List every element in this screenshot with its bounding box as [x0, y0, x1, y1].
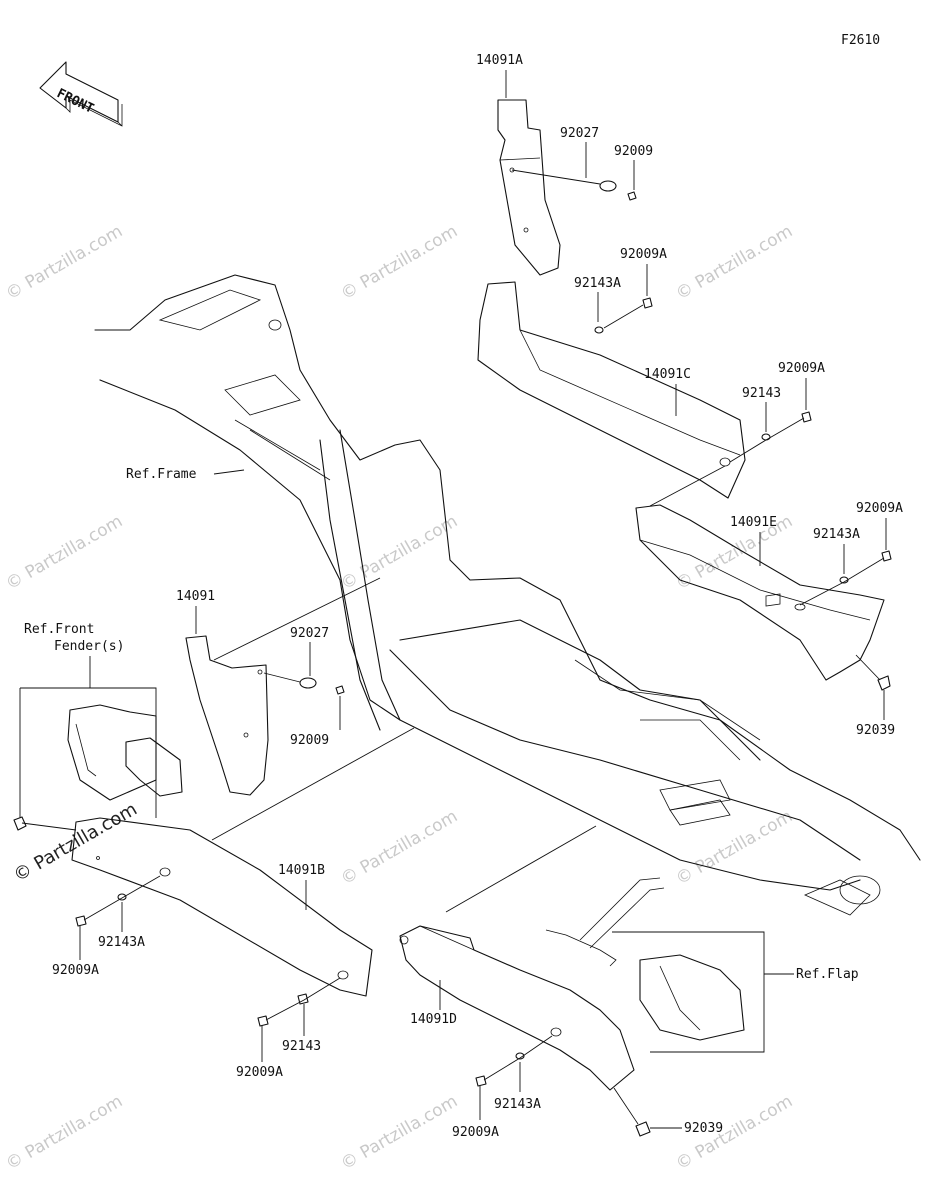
part-92009A-bolt — [642, 297, 653, 309]
label-92143A-2: 92143A — [813, 527, 860, 542]
label-ref-frame: Ref.Frame — [126, 467, 197, 482]
watermark: © Partzilla.com — [338, 1091, 462, 1174]
watermark: © Partzilla.com — [3, 221, 127, 304]
part-14091 — [185, 635, 269, 796]
frame — [94, 274, 921, 916]
part-92009-bolt — [627, 191, 637, 201]
watermarks: © Partzilla.com © Partzilla.com © Partzi… — [3, 221, 797, 1174]
label-92027-mid: 92027 — [290, 626, 329, 641]
part-92009A-bolt — [801, 411, 812, 423]
watermark-dark: © Partzilla.com — [10, 799, 141, 887]
watermark: © Partzilla.com — [338, 221, 462, 304]
part-92039-clip — [877, 675, 891, 691]
label-14091A: 14091A — [476, 53, 523, 68]
label-92009: 92009 — [614, 144, 653, 159]
part-14091D — [399, 925, 635, 1091]
label-ref-flap: Ref.Flap — [796, 967, 859, 982]
part-92027-washer — [299, 677, 317, 689]
label-14091C: 14091C — [644, 367, 691, 382]
part-14091B — [71, 817, 373, 997]
part-92009-bolt — [335, 685, 345, 695]
label-92009A-2: 92009A — [778, 361, 825, 376]
part-92009A-bolt — [881, 550, 892, 562]
part-92009A-bolt — [75, 915, 87, 927]
flap-ref — [545, 877, 745, 1041]
label-14091: 14091 — [176, 589, 215, 604]
watermark: © Partzilla.com — [338, 806, 462, 889]
part-92143A-grommet — [515, 1052, 525, 1060]
label-92009A-3: 92009A — [856, 501, 903, 516]
leader-line — [511, 169, 601, 185]
part-92027-washer — [599, 180, 617, 192]
label-ref-front-fender-line1: Ref.Front — [24, 622, 94, 637]
label-92009A-6: 92009A — [452, 1125, 499, 1140]
watermark: © Partzilla.com — [673, 806, 797, 889]
part-92143A-grommet — [594, 326, 604, 334]
label-92009-mid: 92009 — [290, 733, 329, 748]
label-ref-front-fender-line2: Fender(s) — [54, 639, 124, 654]
label-92143A-4: 92143A — [494, 1097, 541, 1112]
front-arrow-icon: FRONT — [39, 61, 123, 127]
label-92009A-1: 92009A — [620, 247, 667, 262]
label-92143A-1: 92143A — [574, 276, 621, 291]
label-92039-2: 92039 — [684, 1121, 723, 1136]
part-14091A — [497, 99, 561, 276]
part-92143-grommet — [761, 433, 771, 441]
part-92009A-bolt — [257, 1015, 269, 1027]
part-bolt-icon — [13, 816, 27, 831]
label-14091E: 14091E — [730, 515, 777, 530]
label-92039-1: 92039 — [856, 723, 895, 738]
watermark: © Partzilla.com — [673, 221, 797, 304]
label-92143: 92143 — [742, 386, 781, 401]
part-92009A-bolt — [475, 1075, 487, 1087]
label-92143-2: 92143 — [282, 1039, 321, 1054]
label-92009A-5: 92009A — [236, 1065, 283, 1080]
figure-id: F2610 — [841, 33, 880, 48]
watermark: © Partzilla.com — [3, 511, 127, 594]
label-14091D: 14091D — [410, 1012, 457, 1027]
part-14091C — [477, 281, 746, 499]
label-92027: 92027 — [560, 126, 599, 141]
label-14091B: 14091B — [278, 863, 325, 878]
part-92039-clip — [635, 1121, 651, 1137]
part-14091E — [635, 504, 885, 681]
front-arrow-label: FRONT — [54, 86, 96, 117]
front-fender-ref — [67, 704, 183, 801]
label-92143A-3: 92143A — [98, 935, 145, 950]
part-92143-grommet — [297, 993, 309, 1005]
label-92009A-4: 92009A — [52, 963, 99, 978]
watermark: © Partzilla.com — [3, 1091, 127, 1174]
part-92143A-grommet — [117, 893, 127, 901]
